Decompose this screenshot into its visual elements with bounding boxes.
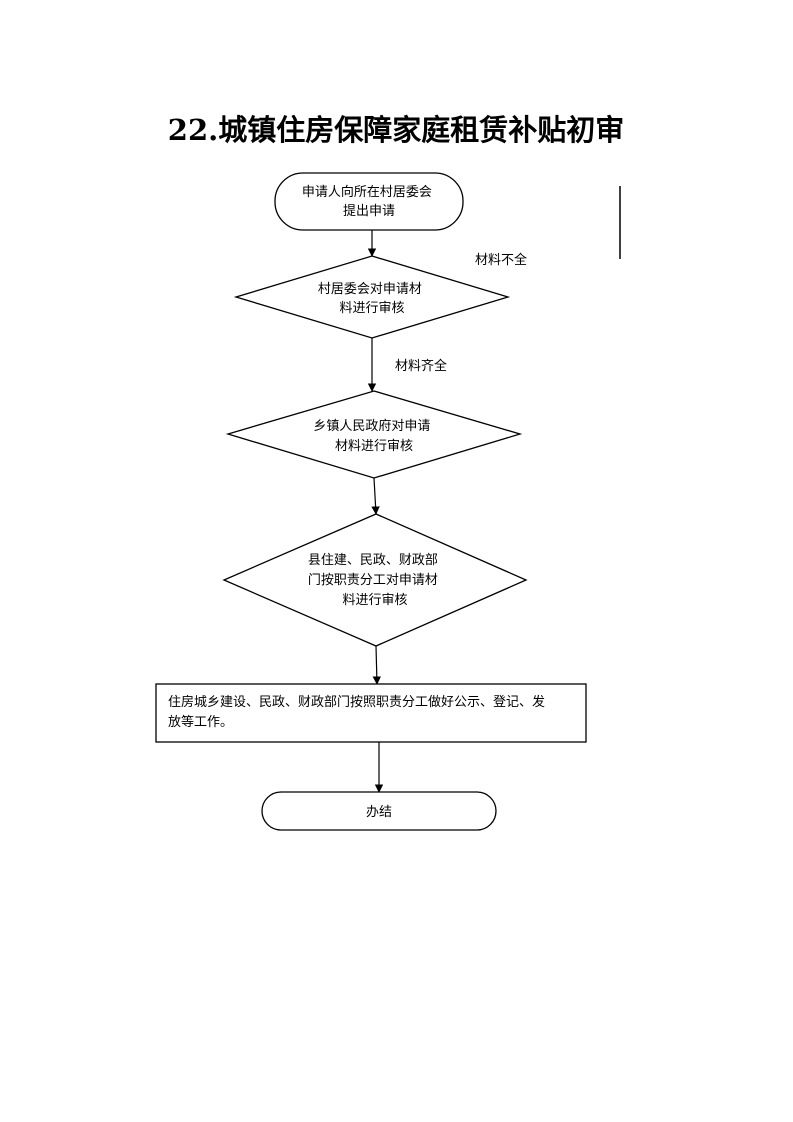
review1-diamond: [233, 255, 511, 339]
review1-text: 村居委会对申请材 料进行审核: [318, 282, 426, 316]
review3-text: 县住建、民政、财政部 门按职责分工对申请材 料进行审核: [308, 553, 442, 608]
complete-label: 材料齐全: [395, 358, 447, 374]
arrow-review3-to-process: [372, 645, 381, 685]
end-node-text: 办结: [366, 805, 392, 820]
process-box: [155, 683, 587, 743]
review3-line: 县住建、民政、财政部: [308, 553, 438, 568]
process-line: 住房城乡建设、民政、财政部门按照职责分工做好公示、登记、发: [168, 694, 545, 710]
incomplete-label: 材料不全: [475, 252, 527, 268]
review2-text: 乡镇人民政府对申请 材料进行审核: [313, 419, 434, 454]
review1-line: 村居委会对申请材: [318, 282, 422, 297]
review2-line: 材料进行审核: [335, 439, 413, 454]
review3-line: 门按职责分工对申请材: [308, 573, 438, 588]
review1-line: 料进行审核: [339, 301, 404, 316]
start-node-shape: [274, 172, 464, 231]
process-line: 放等工作。: [168, 714, 233, 730]
process-text: 住房城乡建设、民政、财政部门按照职责分工做好公示、登记、发 放等工作。: [168, 694, 549, 730]
review2-line: 乡镇人民政府对申请: [313, 419, 430, 434]
review2-diamond: [225, 390, 523, 479]
start-node-line: 申请人向所在村居委会: [302, 184, 432, 200]
review3-line: 料进行审核: [342, 593, 407, 608]
start-node-text: 申请人向所在村居委会 提出申请: [302, 184, 436, 219]
arrow-review2-to-review3: [371, 477, 380, 515]
end-node-shape: [261, 791, 497, 831]
page-title: 22.城镇住房保障家庭租赁补贴初审: [168, 113, 624, 147]
start-node-line: 提出申请: [343, 203, 395, 219]
